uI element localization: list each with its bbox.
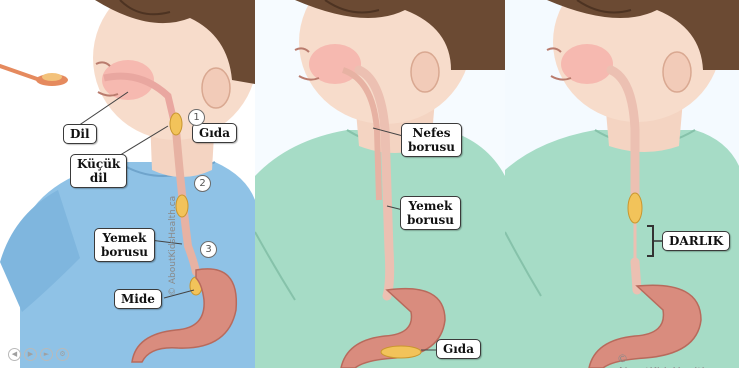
step-1-badge: 1 — [188, 109, 205, 126]
child-illustration-3 — [505, 0, 739, 368]
step-2-badge: 2 — [194, 175, 211, 192]
label-food-2: Gıda — [436, 339, 481, 359]
panel-airway-esophagus: Nefes borusu Yemek borusu Gıda — [255, 0, 505, 368]
label-esophagus-2-line2: borusu — [407, 213, 454, 227]
label-uvula: Küçük dil — [70, 154, 127, 188]
label-stricture: DARLIK — [662, 231, 730, 251]
rewind-icon[interactable]: ◀ — [8, 348, 21, 361]
label-esophagus-2-line1: Yemek — [407, 199, 454, 213]
label-food: Gıda — [192, 123, 237, 143]
label-uvula-line2: dil — [77, 171, 120, 185]
panel-swallowing-steps: Dil Gıda Küçük dil Yemek borusu Mide 1 2… — [0, 0, 255, 368]
label-trachea-line1: Nefes — [408, 126, 455, 140]
child-illustration-2 — [255, 0, 505, 368]
label-trachea: Nefes borusu — [401, 123, 462, 157]
label-uvula-line1: Küçük — [77, 157, 120, 171]
panel-stricture: DARLIK © AboutKidsHealth.ca — [505, 0, 739, 368]
label-esophagus-line2: borusu — [101, 245, 148, 259]
label-trachea-line2: borusu — [408, 140, 455, 154]
step-3-badge: 3 — [200, 241, 217, 258]
forward-icon[interactable]: ► — [40, 348, 53, 361]
play-icon[interactable]: ▶ — [24, 348, 37, 361]
child-illustration-1 — [0, 0, 255, 368]
label-stomach: Mide — [114, 289, 162, 309]
settings-icon[interactable]: ⚙ — [56, 348, 69, 361]
label-esophagus: Yemek borusu — [94, 228, 155, 262]
label-esophagus-2: Yemek borusu — [400, 196, 461, 230]
watermark-3: © AboutKidsHealth.ca — [617, 352, 739, 368]
watermark-1: © AboutKidsHealth.ca — [168, 176, 178, 296]
label-tongue: Dil — [63, 124, 97, 144]
label-esophagus-line1: Yemek — [101, 231, 148, 245]
